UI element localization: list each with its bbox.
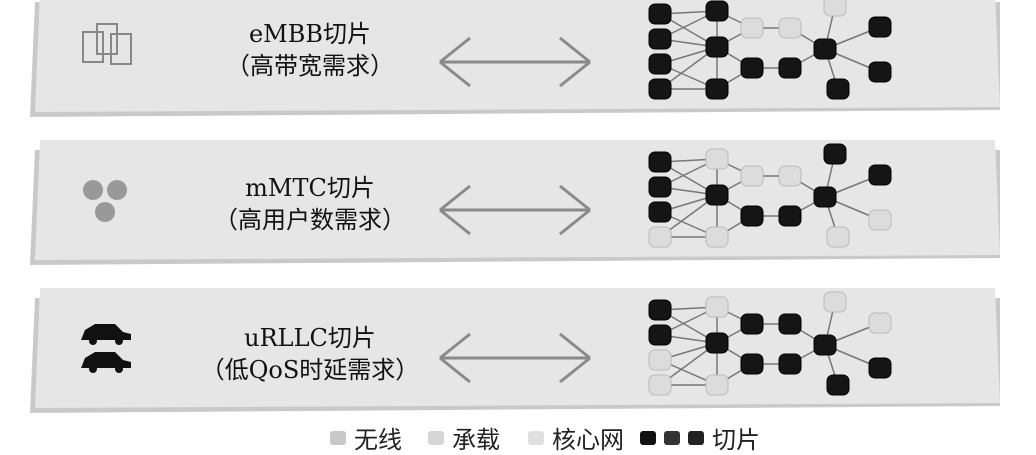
legend-bearer: 承载 [428, 420, 500, 455]
network-node [740, 17, 764, 39]
wheel-icon [115, 365, 123, 373]
slice-node [813, 186, 837, 208]
slice-requirement: （高用户数需求） [214, 206, 406, 234]
network-node [705, 148, 729, 170]
slice-node [813, 38, 837, 60]
legend-label: 承载 [452, 426, 500, 454]
slice-node [705, 0, 729, 22]
legend-label: 无线 [354, 426, 402, 454]
slice-node-icon [688, 430, 704, 445]
slice-node [648, 3, 672, 25]
slice-node [740, 313, 764, 335]
slice-node [868, 164, 892, 186]
slice-node [826, 374, 850, 396]
slice-node [705, 36, 729, 58]
network-node [705, 226, 729, 248]
network-node [826, 226, 850, 248]
slice-node [648, 324, 672, 346]
wireless-node-icon [330, 430, 346, 445]
slice-node [740, 353, 764, 375]
bearer-node-icon [428, 430, 444, 445]
network-node [778, 17, 802, 39]
slice-node [778, 353, 802, 375]
slice-requirement: （低QoS时延需求） [200, 356, 420, 384]
double-arrow-icon [439, 332, 591, 384]
slice-node [705, 332, 729, 354]
slice-node [740, 57, 764, 79]
wheel-icon [89, 365, 97, 373]
slice-node [778, 205, 802, 227]
core-node-icon [528, 430, 544, 445]
wheel-icon [115, 337, 123, 345]
network-node [823, 0, 847, 17]
slice-node [705, 184, 729, 206]
globe-hands-icon [95, 202, 115, 222]
slice-node-icon [640, 430, 656, 445]
legend-core: 核心网 [528, 420, 624, 455]
network-node [823, 291, 847, 313]
double-arrow-icon [439, 36, 591, 88]
wheel-icon [89, 337, 97, 345]
car-icon [81, 324, 131, 340]
double-arrow-icon [439, 184, 591, 236]
slice-label-urllc: uRLLC切片 （低QoS时延需求） [180, 322, 440, 386]
legend-wireless: 无线 [330, 420, 402, 455]
network-node [778, 165, 802, 187]
car-icon [81, 352, 131, 368]
slice-node [826, 78, 850, 100]
slice-node [705, 78, 729, 100]
slice-node [648, 28, 672, 50]
legend-slice: 切片 [640, 420, 760, 455]
legend-label: 切片 [712, 426, 760, 454]
slice-node [648, 176, 672, 198]
network-node [705, 374, 729, 396]
slice-node [648, 151, 672, 173]
network-node [868, 209, 892, 231]
globe-hands-icon [107, 180, 127, 200]
slice-node [823, 143, 847, 165]
slice-node [648, 201, 672, 223]
slice-name: eMBB切片 [248, 20, 372, 48]
devices-icon [82, 31, 104, 63]
slice-node [648, 299, 672, 321]
slice-requirement: （高带宽需求） [226, 52, 394, 80]
slice-label-embb: eMBB切片 （高带宽需求） [180, 18, 440, 82]
slice-name: mMTC切片 [245, 174, 375, 202]
network-node [648, 226, 672, 248]
network-node [705, 296, 729, 318]
network-node [648, 374, 672, 396]
globe-hands-icon [83, 180, 103, 200]
slice-node [778, 313, 802, 335]
legend-label: 核心网 [552, 426, 624, 454]
network-node [868, 312, 892, 334]
network-node [740, 165, 764, 187]
network-node [648, 349, 672, 371]
slice-node [868, 357, 892, 379]
slice-node [813, 334, 837, 356]
slice-node [868, 16, 892, 38]
slice-node [778, 57, 802, 79]
slice-node [868, 61, 892, 83]
devices-icon [96, 23, 118, 55]
slice-label-mmtc: mMTC切片 （高用户数需求） [180, 172, 440, 236]
slice-node [648, 78, 672, 100]
slice-node [740, 205, 764, 227]
slice-node-icon [664, 430, 680, 445]
devices-icon [110, 33, 132, 65]
slice-node [648, 53, 672, 75]
slice-name: uRLLC切片 [244, 324, 376, 352]
